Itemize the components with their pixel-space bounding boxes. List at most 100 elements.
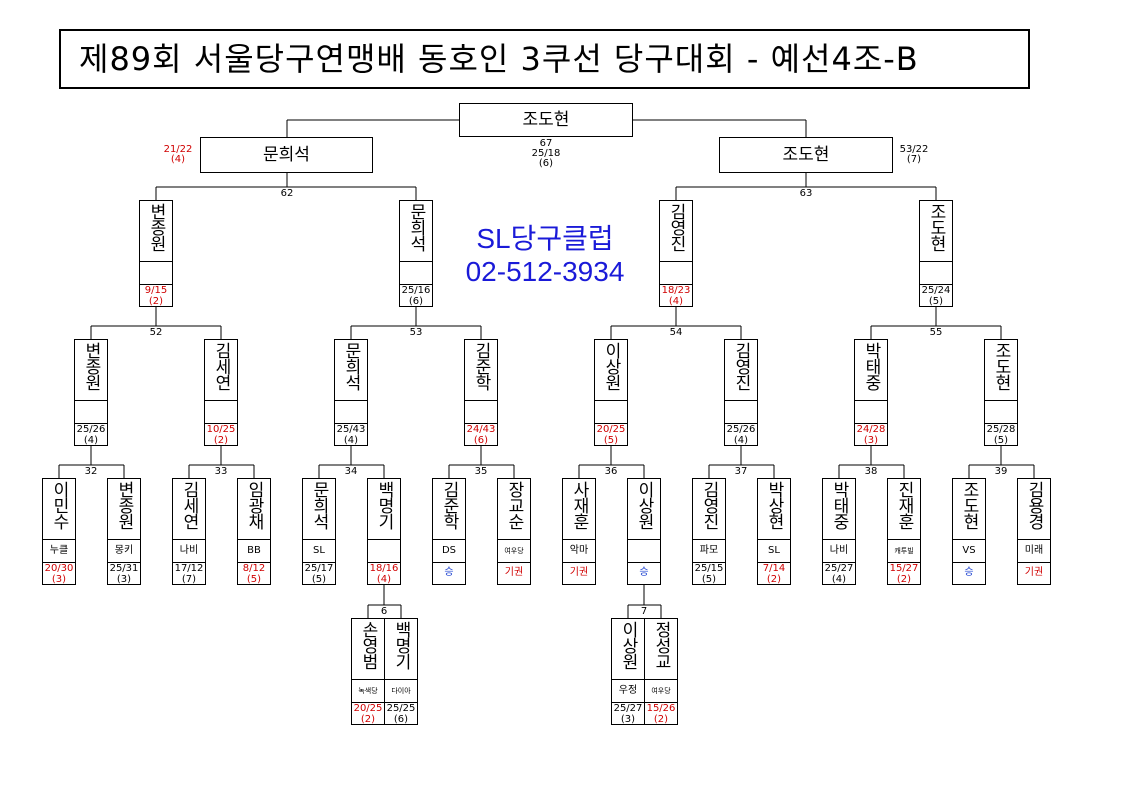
player-name: 이상원 bbox=[618, 621, 638, 669]
player-name: 임광채 bbox=[244, 481, 264, 529]
player-result: 기권 bbox=[569, 567, 589, 578]
player-score: 15/26 bbox=[646, 703, 676, 714]
player-innings: (7) bbox=[181, 574, 197, 585]
player-innings: (3) bbox=[116, 574, 132, 585]
player-innings: (5) bbox=[246, 574, 262, 585]
player-name: 변종원 bbox=[114, 481, 134, 529]
player-score: 8/12 bbox=[242, 563, 266, 574]
player-innings: (2) bbox=[148, 296, 164, 307]
player-name: 김준학 bbox=[471, 342, 491, 390]
player-club: 다이아 bbox=[385, 679, 417, 703]
player-score: 25/31 bbox=[109, 563, 139, 574]
player-score: 25/17 bbox=[304, 563, 334, 574]
club-name: SL당구클럽 bbox=[476, 223, 614, 254]
player-club: 파모 bbox=[693, 539, 725, 563]
match-number: 53 bbox=[409, 327, 423, 338]
player-score: 18/23 bbox=[661, 285, 691, 296]
player-club: SL bbox=[758, 539, 790, 563]
player-name: 문희석 bbox=[406, 203, 426, 251]
match-number: 32 bbox=[84, 466, 98, 477]
player-innings: (2) bbox=[896, 574, 912, 585]
semi-left-box: 문희석 bbox=[200, 137, 373, 173]
player-club: BB bbox=[238, 539, 270, 563]
player-club: 여우당 bbox=[645, 679, 677, 703]
player-innings: (2) bbox=[213, 435, 229, 446]
player-score: 20/30 bbox=[44, 563, 74, 574]
player-club: 나비 bbox=[173, 539, 205, 563]
page-title: 제89회 서울당구연맹배 동호인 3쿠선 당구대회 - 예선4조-B bbox=[59, 29, 1030, 89]
player-club bbox=[368, 539, 400, 563]
player-innings: (3) bbox=[863, 435, 879, 446]
player-name: 김용경 bbox=[1024, 481, 1044, 529]
player-name: 조도현 bbox=[926, 203, 946, 251]
semi-right-score: 53/22 bbox=[899, 144, 929, 155]
player-club: DS bbox=[433, 539, 465, 563]
player-innings: (4) bbox=[83, 435, 99, 446]
player-score: 25/24 bbox=[921, 285, 951, 296]
player-name: 장교순 bbox=[504, 481, 524, 529]
player-innings: (5) bbox=[993, 435, 1009, 446]
player-name: 이상원 bbox=[634, 481, 654, 529]
player-score: 25/27 bbox=[613, 703, 643, 714]
winner-name: 조도현 bbox=[522, 110, 570, 130]
final-score: 25/18 bbox=[531, 148, 561, 159]
player-score: 20/25 bbox=[596, 424, 626, 435]
player-score: 10/25 bbox=[206, 424, 236, 435]
player-name: 백명기 bbox=[391, 621, 411, 669]
player-name: 이상원 bbox=[601, 342, 621, 390]
player-name: 김영진 bbox=[699, 481, 719, 529]
player-club bbox=[400, 261, 432, 285]
player-score: 7/14 bbox=[762, 563, 786, 574]
match-number: 55 bbox=[929, 327, 943, 338]
player-club bbox=[855, 400, 887, 424]
player-score: 24/43 bbox=[466, 424, 496, 435]
semi-left-innings: (4) bbox=[170, 154, 186, 165]
semi-left-name: 문희석 bbox=[263, 145, 310, 165]
player-score: 24/28 bbox=[856, 424, 886, 435]
player-name: 조도현 bbox=[991, 342, 1011, 390]
player-name: 변종원 bbox=[146, 203, 166, 251]
player-club: 악마 bbox=[563, 539, 595, 563]
player-result: 승 bbox=[639, 567, 649, 578]
player-name: 박태중 bbox=[861, 342, 881, 390]
match-number: 62 bbox=[280, 188, 294, 199]
player-name: 김세연 bbox=[179, 481, 199, 529]
player-innings: (5) bbox=[928, 296, 944, 307]
player-score: 17/12 bbox=[174, 563, 204, 574]
player-club bbox=[140, 261, 172, 285]
player-innings: (4) bbox=[831, 574, 847, 585]
player-name: 박상현 bbox=[764, 481, 784, 529]
player-score: 25/43 bbox=[336, 424, 366, 435]
player-club: 몽키 bbox=[108, 539, 140, 563]
player-score: 15/27 bbox=[889, 563, 919, 574]
player-innings: (2) bbox=[766, 574, 782, 585]
match-number: 63 bbox=[799, 188, 813, 199]
r16-player-box: 박태중 24/28(3) bbox=[854, 339, 888, 446]
player-club bbox=[628, 539, 660, 563]
player-innings: (6) bbox=[408, 296, 424, 307]
semi-left-score: 21/22 bbox=[163, 144, 193, 155]
player-score: 25/25 bbox=[386, 703, 416, 714]
player-innings: (2) bbox=[360, 714, 376, 725]
player-name: 조도현 bbox=[959, 481, 979, 529]
match-number: 7 bbox=[640, 606, 648, 617]
semi-right-innings: (7) bbox=[906, 154, 922, 165]
